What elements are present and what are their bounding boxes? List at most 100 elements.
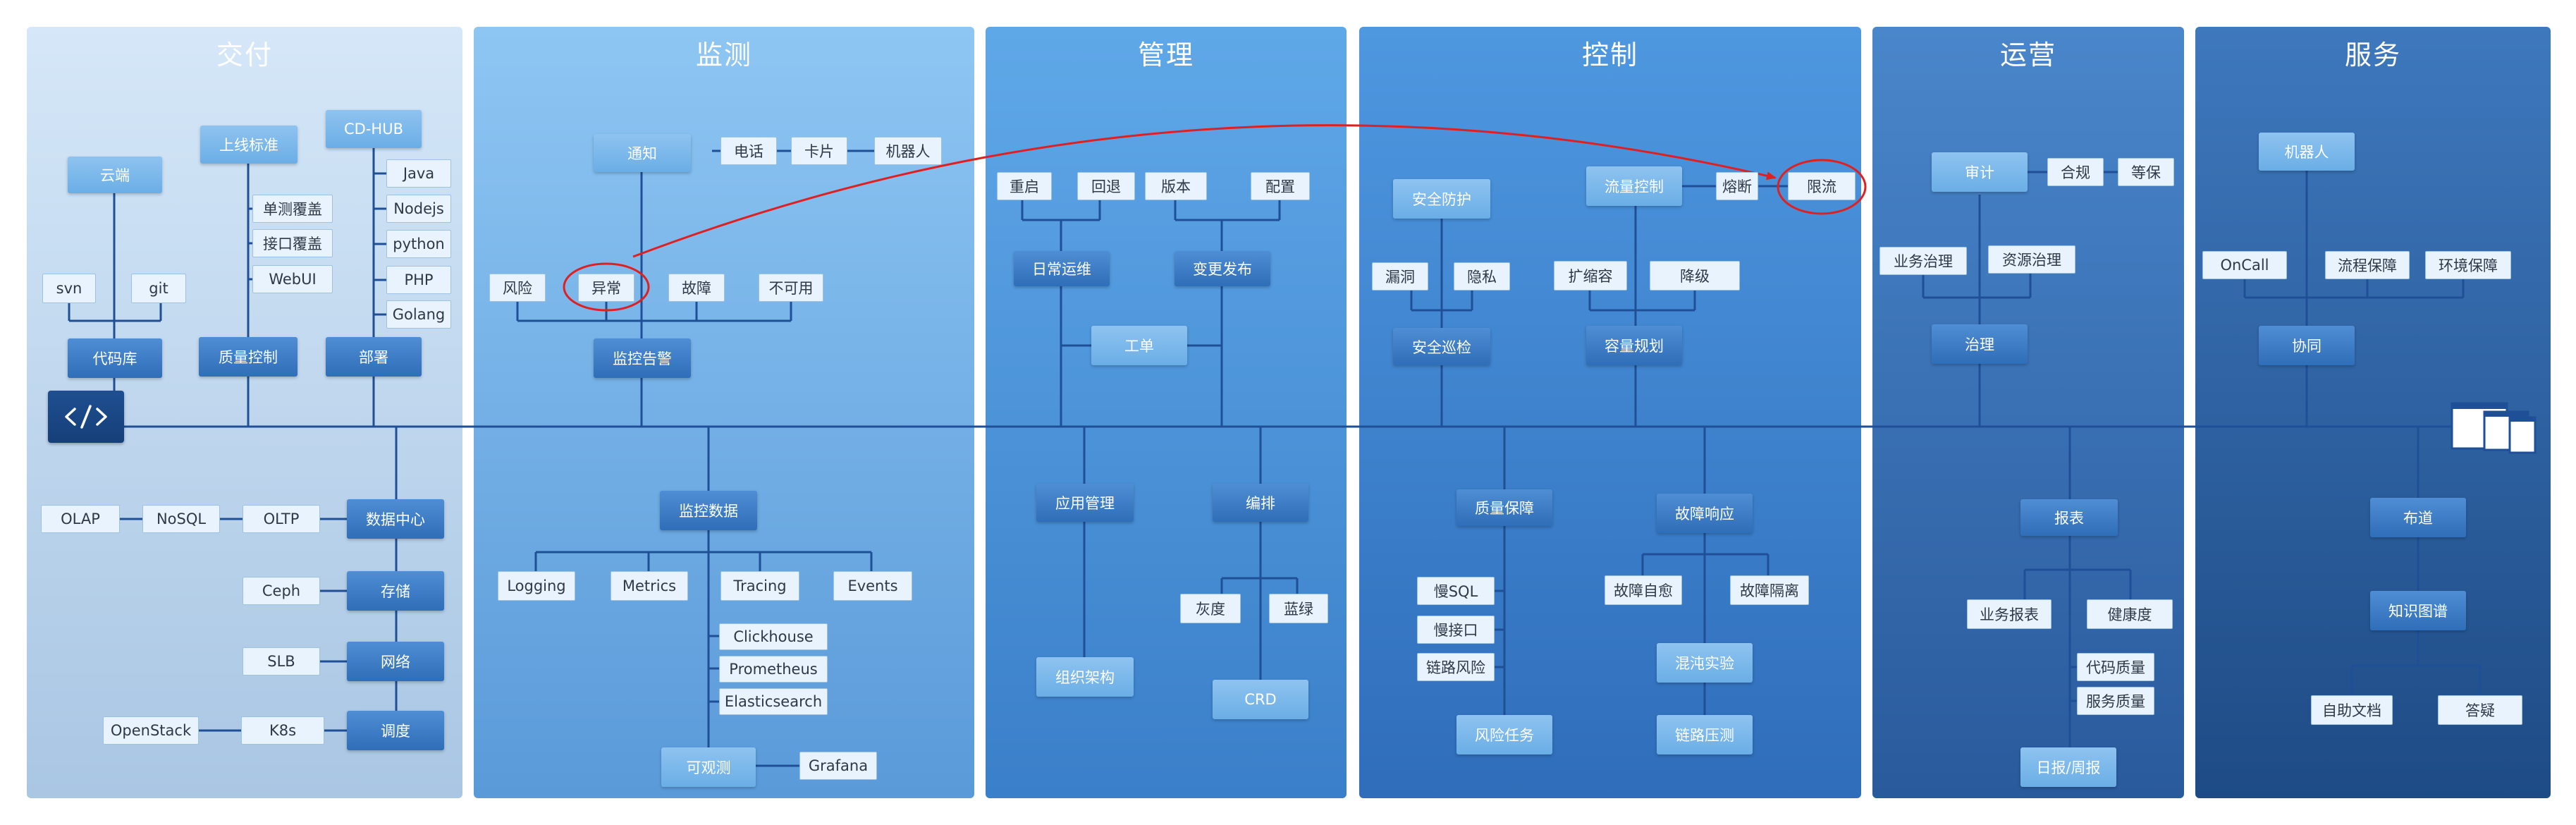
- leaf-abnormal: 异常: [578, 274, 634, 302]
- leaf-slow-sql: 慢SQL: [1417, 577, 1495, 605]
- leaf-oncall: OnCall: [2202, 251, 2287, 279]
- leaf-k8s: K8s: [241, 716, 324, 745]
- leaf-robot: 机器人: [874, 137, 942, 165]
- leaf-nosql: NoSQL: [142, 505, 220, 533]
- node-security-inspection: 安全巡检: [1393, 328, 1490, 365]
- column-title-kongzhi: 控制: [1581, 39, 1638, 71]
- leaf-elasticsearch: Elasticsearch: [719, 688, 828, 715]
- leaf-php: PHP: [386, 266, 451, 294]
- leaf-phone: 电话: [720, 137, 777, 165]
- leaf-privacy: 隐私: [1454, 262, 1510, 291]
- node-network: 网络: [347, 642, 444, 681]
- node-app-management: 应用管理: [1036, 484, 1134, 522]
- node-org-structure: 组织架构: [1036, 657, 1134, 697]
- leaf-level-protection: 等保: [2118, 158, 2174, 186]
- leaf-gray-release: 灰度: [1180, 594, 1241, 623]
- node-monitor-alert: 监控告警: [594, 338, 691, 378]
- node-observability: 可观测: [661, 747, 756, 787]
- leaf-git: git: [131, 274, 186, 303]
- node-security-protection: 安全防护: [1393, 179, 1490, 219]
- highlight-arrow: [632, 124, 1777, 258]
- node-report: 报表: [2020, 499, 2118, 536]
- leaf-webui: WebUI: [252, 265, 333, 293]
- leaf-python: python: [386, 230, 451, 258]
- node-change-release: 变更发布: [1174, 251, 1270, 286]
- leaf-golang: Golang: [386, 300, 451, 329]
- leaf-env-assurance: 环境保障: [2425, 251, 2511, 279]
- leaf-rollback: 回退: [1077, 172, 1135, 200]
- node-storage: 存储: [347, 571, 444, 611]
- node-knowledge-graph: 知识图谱: [2370, 591, 2466, 630]
- node-code-repo: 代码库: [68, 338, 162, 378]
- node-cloud: 云端: [68, 157, 162, 193]
- leaf-slow-api: 慢接口: [1417, 616, 1495, 644]
- leaf-fuse: 熔断: [1716, 172, 1758, 200]
- node-daily-ops: 日常运维: [1014, 251, 1110, 286]
- window-stack-icon: [2451, 402, 2538, 456]
- node-collaboration: 协同: [2259, 326, 2355, 365]
- leaf-config: 配置: [1251, 172, 1310, 200]
- leaf-openstack: OpenStack: [103, 716, 199, 745]
- leaf-resource-governance: 资源治理: [1988, 245, 2075, 274]
- node-data-center: 数据中心: [347, 499, 444, 539]
- node-schedule: 调度: [347, 711, 444, 750]
- node-ticket: 工单: [1091, 326, 1187, 365]
- leaf-blue-green: 蓝绿: [1269, 594, 1328, 623]
- leaf-card: 卡片: [791, 137, 847, 165]
- leaf-process-assurance: 流程保障: [2325, 251, 2410, 279]
- node-audit: 审计: [1932, 152, 2028, 192]
- leaf-fault-isolation: 故障隔离: [1730, 575, 1809, 605]
- code-icon: [48, 391, 124, 443]
- leaf-service-quality: 服务质量: [2077, 687, 2154, 715]
- leaf-slb: SLB: [243, 647, 320, 676]
- leaf-nodejs: Nodejs: [386, 195, 451, 223]
- node-evangelism: 布道: [2370, 498, 2466, 537]
- leaf-self-healing: 故障自愈: [1605, 575, 1682, 605]
- leaf-link-risk: 链路风险: [1417, 653, 1495, 681]
- leaf-olap: OLAP: [41, 505, 120, 533]
- highlight-circle-limit: [1777, 159, 1867, 215]
- node-risk-task: 风险任务: [1456, 715, 1552, 754]
- column-title-yunying: 运营: [1999, 39, 2056, 71]
- leaf-prometheus: Prometheus: [719, 656, 828, 683]
- leaf-version: 版本: [1145, 172, 1207, 200]
- leaf-svn: svn: [42, 274, 96, 303]
- leaf-business-report: 业务报表: [1967, 599, 2051, 629]
- node-daily-weekly-report: 日报/周报: [2020, 747, 2116, 787]
- node-deploy: 部署: [326, 337, 422, 377]
- leaf-degrade: 降级: [1650, 261, 1740, 291]
- column-title-jiance: 监测: [695, 39, 752, 71]
- leaf-ceph: Ceph: [243, 577, 320, 605]
- leaf-unit-coverage: 单测覆盖: [252, 195, 333, 223]
- leaf-q-and-a: 答疑: [2438, 695, 2522, 725]
- leaf-fault: 故障: [668, 274, 725, 302]
- leaf-oltp: OLTP: [243, 505, 320, 533]
- leaf-clickhouse: Clickhouse: [719, 623, 828, 650]
- node-quality-assurance: 质量保障: [1456, 489, 1552, 526]
- leaf-risk: 风险: [489, 274, 546, 302]
- leaf-logging: Logging: [498, 571, 575, 601]
- column-title-jiaofu: 交付: [216, 39, 273, 71]
- node-cd-hub: CD-HUB: [326, 110, 422, 148]
- leaf-api-coverage: 接口覆盖: [252, 229, 333, 257]
- leaf-compliance: 合规: [2047, 158, 2104, 186]
- leaf-autoscale: 扩缩容: [1554, 261, 1627, 291]
- leaf-grafana: Grafana: [799, 752, 877, 780]
- node-capacity-planning: 容量规划: [1586, 326, 1682, 365]
- column-title-fuwu: 服务: [2344, 39, 2401, 71]
- leaf-restart: 重启: [997, 172, 1052, 200]
- node-crd: CRD: [1213, 680, 1308, 719]
- node-chaos-experiment: 混沌实验: [1657, 643, 1753, 683]
- node-orchestration: 编排: [1213, 484, 1308, 522]
- leaf-events: Events: [833, 571, 912, 601]
- leaf-metrics: Metrics: [611, 571, 688, 601]
- leaf-business-governance: 业务治理: [1879, 247, 1967, 275]
- node-governance: 治理: [1932, 324, 2028, 364]
- leaf-vulnerability: 漏洞: [1372, 262, 1428, 291]
- leaf-rate-limit: 限流: [1788, 172, 1856, 200]
- node-link-stress-test: 链路压测: [1657, 715, 1753, 754]
- node-quality-control: 质量控制: [199, 337, 298, 377]
- node-launch-standard: 上线标准: [200, 126, 298, 164]
- highlight-circle-abnormal: [563, 262, 650, 312]
- node-traffic-control: 流量控制: [1586, 166, 1682, 206]
